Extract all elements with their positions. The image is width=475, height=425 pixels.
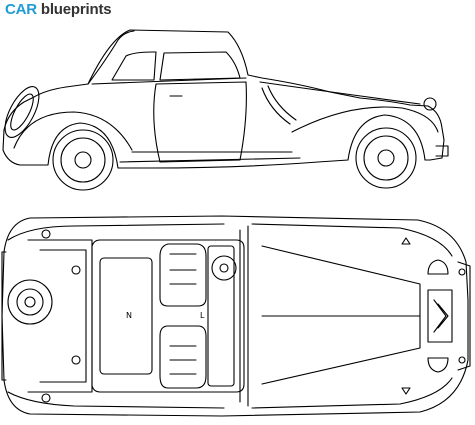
seat-right-cushion <box>169 345 197 375</box>
dashboard <box>207 245 235 387</box>
side-view <box>2 29 449 191</box>
boot-lid <box>39 249 87 383</box>
front-bumper-top <box>457 261 471 371</box>
rear-wheel-hub <box>74 151 92 169</box>
bonnet-outline <box>261 245 421 385</box>
headlamp-left <box>427 259 449 275</box>
seat-left-outline <box>159 243 207 307</box>
sidelamp-right <box>401 387 411 395</box>
running-board <box>119 151 301 163</box>
front-fender-left <box>251 223 453 257</box>
front-wheel-hub <box>377 149 395 167</box>
rear-fender-left <box>7 223 225 241</box>
radiator-grille-bars <box>433 299 449 333</box>
logo-word-text: blueprints <box>40 1 112 18</box>
front-wheel-tyre <box>355 127 417 189</box>
bonnet-line <box>259 81 421 105</box>
gear-lever-mark: L <box>200 311 205 320</box>
rear-bumper <box>1 251 7 381</box>
steering-wheel-hub <box>219 263 229 273</box>
rear-deck <box>27 239 93 393</box>
front-bumper <box>435 145 449 157</box>
rear-spare-wheel-inner <box>10 93 34 131</box>
rear-fitting-left <box>71 265 81 275</box>
front-wing-sweep <box>291 106 439 133</box>
bonnet-vent-line <box>267 85 297 121</box>
site-logo: CAR blueprints <box>5 1 112 19</box>
rear-wheel-rim <box>60 137 106 183</box>
rear-wing-sweep <box>13 111 133 151</box>
sidelamp-left <box>401 237 411 245</box>
soft-top-outline <box>87 30 135 85</box>
logo-brand-text: CAR <box>5 1 37 18</box>
rear-parcel-shelf <box>99 257 153 375</box>
side-window <box>159 51 241 81</box>
top-view: N L <box>1 215 471 417</box>
bumper-overrider <box>458 268 466 276</box>
bonnet-vent-line <box>261 87 291 125</box>
spare-wheel-top <box>7 279 53 325</box>
rear-fender-right <box>7 391 225 409</box>
spare-wheel-top-hub <box>24 296 36 308</box>
headlamp-right <box>427 357 449 373</box>
seat-right-outline <box>159 325 207 389</box>
rear-lamp-right <box>41 393 51 403</box>
seat-left-cushion <box>169 253 197 285</box>
spare-wheel-top-inner <box>16 288 44 316</box>
steering-wheel <box>211 255 237 281</box>
front-fender-right <box>251 377 453 409</box>
cockpit-outline <box>91 239 245 393</box>
rear-wheel-tyre <box>52 129 114 191</box>
rear-spare-wheel <box>4 86 40 138</box>
rear-lamp-left <box>41 229 51 239</box>
rear-quarter-window <box>111 51 157 81</box>
door-outline <box>153 81 247 163</box>
radiator-grille <box>427 289 453 343</box>
headlamp <box>423 97 437 111</box>
bumper-overrider <box>458 356 466 364</box>
top-body-outline <box>1 215 469 417</box>
front-wheel-rim <box>363 135 409 181</box>
parcel-mark: N <box>126 311 132 320</box>
side-body-outline <box>2 29 445 169</box>
rear-fitting-right <box>71 355 81 365</box>
